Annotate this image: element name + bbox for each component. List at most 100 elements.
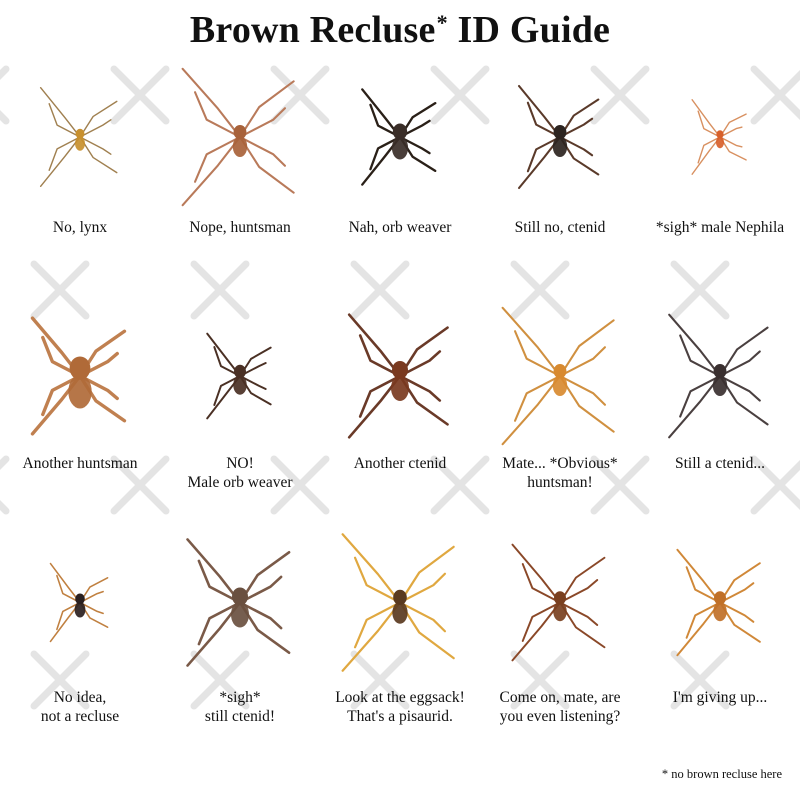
caption-line: Come on, mate, are <box>499 689 621 706</box>
spider-leg <box>521 563 561 604</box>
spider-leg <box>79 100 118 138</box>
spider-card: Still a ctenid... <box>640 296 800 499</box>
caption-line: Still a ctenid... <box>675 455 765 472</box>
spider-caption: I'm giving up... <box>630 688 800 707</box>
spider-leg <box>719 136 747 161</box>
spider-leg <box>48 103 81 138</box>
spider-leg <box>39 86 81 138</box>
spider-leg <box>558 135 594 157</box>
caption-line: Another huntsman <box>22 455 138 472</box>
spider-leg <box>697 136 721 164</box>
caption-line: *sigh* <box>219 689 261 706</box>
caption-line: Nope, huntsman <box>189 219 291 236</box>
spider-abdomen <box>712 375 728 396</box>
spider-leg <box>56 574 81 604</box>
spider-leg <box>369 135 402 171</box>
spider-leg <box>398 601 455 660</box>
spider-leg <box>78 374 119 401</box>
spider-abdomen <box>75 136 85 151</box>
spider-leg <box>668 374 722 439</box>
spider-leg <box>559 556 606 604</box>
spider-abdomen <box>233 375 247 395</box>
caption-line: Still no, ctenid <box>514 219 606 236</box>
spider-leg <box>679 374 722 418</box>
spider-leg <box>697 110 721 138</box>
spider-leg <box>238 107 286 139</box>
spider-cephalothorax <box>716 130 724 139</box>
caption-line: Male orb weaver <box>187 474 293 491</box>
spider-leg <box>213 375 241 406</box>
spider-abdomen <box>231 601 249 628</box>
caption-line: Look at the eggsack! <box>335 689 465 706</box>
spider-abdomen <box>391 375 409 401</box>
caption-line: That's a pisaurid. <box>347 708 453 725</box>
spider-abdomen <box>713 601 727 622</box>
spider-abdomen <box>392 601 408 624</box>
spider-leg <box>79 601 104 615</box>
spider-leg <box>526 135 562 173</box>
spider-leg <box>517 84 562 139</box>
spider-cephalothorax <box>233 125 247 140</box>
spider-leg <box>181 67 242 139</box>
spider-icon <box>676 548 761 657</box>
spider-caption: Still a ctenid... <box>630 454 800 473</box>
spider-leg <box>719 113 747 138</box>
spider-leg <box>238 135 295 194</box>
spider-caption: Still no, ctenid <box>470 218 650 237</box>
spider-leg <box>558 374 615 433</box>
spider-abdomen <box>553 601 567 622</box>
spider-cephalothorax <box>554 591 566 605</box>
ctenid-spider-icon <box>186 538 291 667</box>
spider-leg <box>511 601 561 662</box>
spider-card: Mate... *Obvious*huntsman! <box>480 296 640 499</box>
spider-leg <box>719 601 755 623</box>
unknown-spider-icon <box>49 562 109 643</box>
spider-leg <box>79 119 112 138</box>
spider-card: Still no, ctenid <box>480 62 640 263</box>
spider-leg <box>347 313 402 378</box>
title-main: Brown Recluse <box>189 9 436 51</box>
lynx-spider-icon <box>39 86 118 188</box>
spider-leg <box>398 374 442 402</box>
spider-caption: No, lynx <box>0 218 170 237</box>
spider-cephalothorax <box>75 128 85 139</box>
spider-caption: No idea,not a recluse <box>0 688 170 726</box>
spider-leg <box>558 117 594 139</box>
spider-leg <box>685 601 721 639</box>
spider-leg <box>718 350 761 378</box>
spider-leg <box>213 346 241 377</box>
spider-caption: Look at the eggsack! That's a pisaurid. <box>310 688 490 726</box>
spider-leg <box>679 334 722 378</box>
spider-leg <box>181 135 242 207</box>
spider-cephalothorax <box>232 587 248 606</box>
spider-caption: Mate... *Obvious*huntsman! <box>470 454 650 492</box>
caption-line: Mate... *Obvious* <box>502 455 618 472</box>
spider-card: Look at the eggsack! That's a pisaurid. <box>320 520 480 733</box>
spider-card: *sigh*still ctenid! <box>160 520 320 733</box>
spider-leg <box>558 374 606 406</box>
ctenid-spider-icon <box>347 313 449 439</box>
spider-card: Another huntsman <box>0 296 160 499</box>
spider-card: Another ctenid <box>320 296 480 499</box>
spider-leg <box>239 362 267 377</box>
caption-line: Nah, orb weaver <box>348 219 452 236</box>
spider-leg <box>79 136 118 174</box>
spider-leg <box>49 562 81 604</box>
spider-leg <box>398 572 447 604</box>
spider-caption: Another ctenid <box>310 454 490 473</box>
spider-leg <box>358 374 402 418</box>
spider-abdomen <box>232 136 248 157</box>
spider-leg <box>676 548 721 604</box>
orb-weaver-spider-icon <box>361 88 437 186</box>
spider-cephalothorax <box>553 125 567 140</box>
spider-leg <box>238 135 286 167</box>
spider-leg <box>398 350 442 378</box>
spider-leg <box>48 136 81 171</box>
spider-cephalothorax <box>75 593 85 605</box>
spider-card: No, lynx <box>0 62 160 263</box>
page-title: Brown Recluse* ID Guide <box>0 8 800 52</box>
spider-leg <box>238 575 283 604</box>
spider-leg <box>501 374 562 446</box>
